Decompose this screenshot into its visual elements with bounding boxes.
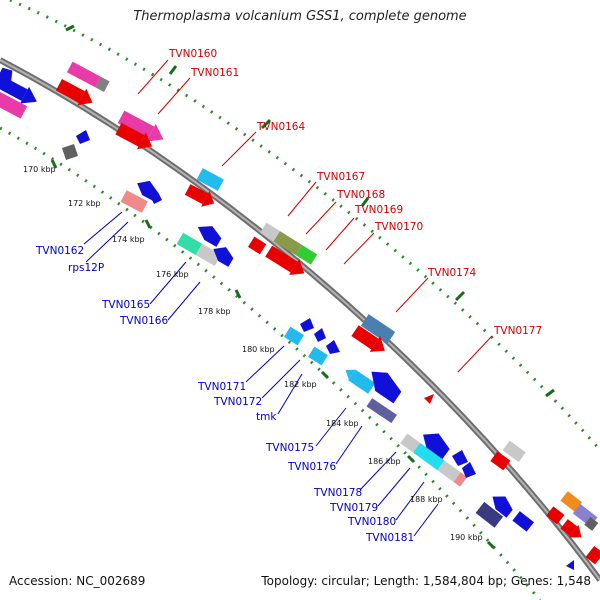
gene-label: TVN0165 (101, 299, 150, 311)
tick-label: 176 kbp (156, 270, 189, 279)
gene-label: TVN0166 (119, 315, 168, 327)
gene-label: TVN0172 (213, 396, 262, 408)
gene-label: TVN0164 (256, 121, 305, 133)
tick-label: 170 kbp (23, 165, 56, 174)
gene-label: TVN0160 (168, 48, 217, 60)
map-title: Thermoplasma volcanium GSS1, complete ge… (133, 9, 467, 24)
gene-label: TVN0180 (347, 516, 396, 528)
gene-label: TVN0176 (287, 461, 336, 473)
tick-label: 178 kbp (198, 307, 231, 316)
gene-label: TVN0171 (197, 381, 246, 393)
tick-label: 184 kbp (326, 419, 359, 428)
gene-label: TVN0169 (354, 204, 403, 216)
genome-backbone (0, 57, 600, 582)
gene-label: TVN0174 (427, 267, 476, 279)
tick-label: 186 kbp (368, 457, 401, 466)
tick-label: 180 kbp (242, 345, 275, 354)
tick-label: 190 kbp (450, 533, 483, 542)
accession-text: Accession: NC_002689 (9, 574, 146, 588)
gene-label: TVN0162 (35, 245, 84, 257)
gene-label: tmk (256, 411, 277, 423)
gene-label: TVN0177 (493, 325, 542, 337)
gene-label: rps12P (68, 262, 104, 274)
tick-label: 172 kbp (68, 199, 101, 208)
gene-label: TVN0178 (313, 487, 362, 499)
reverse-gene-labels: TVN0162 rps12P TVN0165 TVN0166 TVN0171 T… (35, 245, 414, 544)
gene-label: TVN0161 (190, 67, 239, 79)
tick-label: 188 kbp (410, 495, 443, 504)
reverse-genes (0, 67, 574, 570)
genome-backbone-highlight (0, 59, 600, 581)
topology-text: Topology: circular; Length: 1,584,804 bp… (261, 574, 591, 588)
tick-label: 174 kbp (112, 235, 145, 244)
gene-label: TVN0181 (365, 532, 414, 544)
gene-label: TVN0167 (316, 171, 365, 183)
reverse-leaders (83, 211, 439, 537)
gene-label: TVN0175 (265, 442, 314, 454)
gene-label: TVN0179 (329, 502, 378, 514)
forward-gene-labels: TVN0160 TVN0161 TVN0164 TVN0167 TVN0168 … (168, 48, 542, 337)
forward-leaders (137, 59, 493, 373)
tick-label: 182 kbp (284, 380, 317, 389)
gene-label: TVN0168 (336, 189, 385, 201)
inner-ring-ticks (50, 159, 496, 550)
forward-genes (55, 61, 600, 565)
outer-ring-ticks (65, 24, 555, 398)
tick-labels: 170 kbp 172 kbp 174 kbp 176 kbp 178 kbp … (23, 165, 483, 542)
gene-label: TVN0170 (374, 221, 423, 233)
